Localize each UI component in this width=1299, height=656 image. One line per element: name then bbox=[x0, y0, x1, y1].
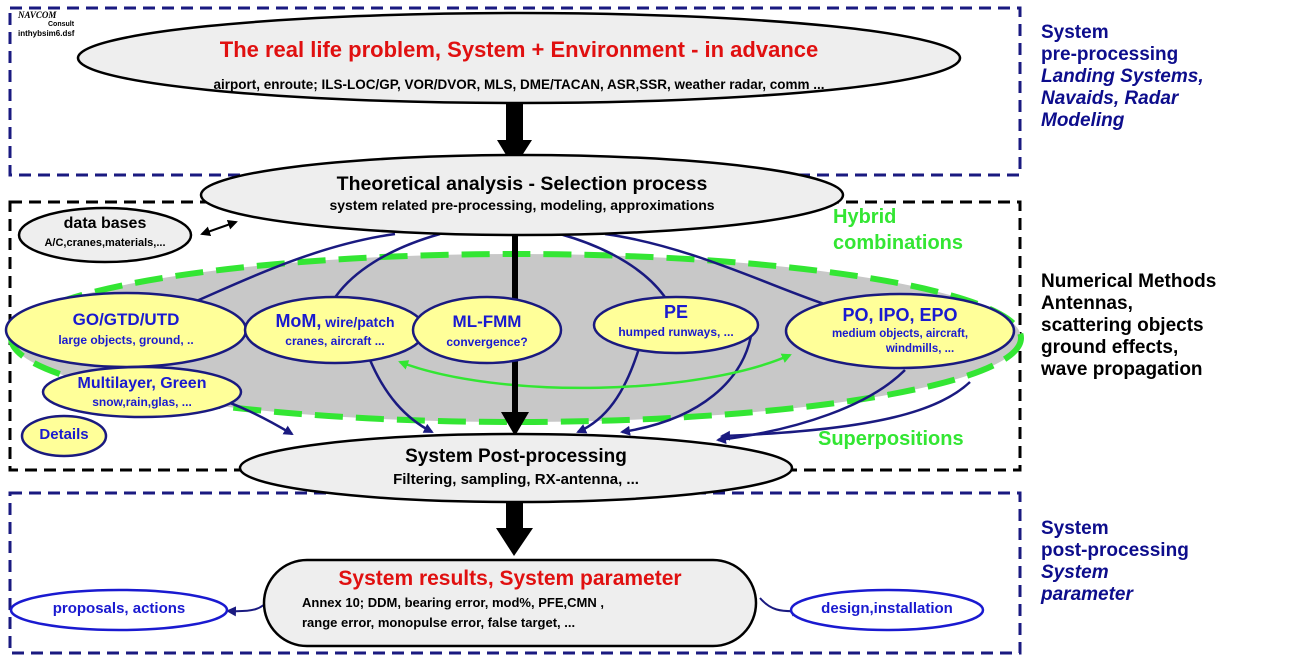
side-post-line-1: System bbox=[1041, 518, 1109, 539]
side-pre-line-3: Landing Systems, bbox=[1041, 66, 1204, 87]
mlfmm-title: ML-FMM bbox=[452, 312, 522, 331]
logo-sub: Consult bbox=[48, 21, 75, 28]
side-numerical-methods: Numerical Methods Antennas, scattering o… bbox=[1041, 271, 1216, 381]
hybrid-label: Hybrid bbox=[833, 206, 897, 228]
mom-subtitle: cranes, aircraft ... bbox=[285, 334, 385, 348]
logo-brand: NAVCOM bbox=[18, 10, 57, 20]
databases-link-arrow bbox=[200, 219, 238, 237]
mlfmm-subtitle: convergence? bbox=[446, 335, 528, 349]
pe-title: PE bbox=[663, 302, 689, 322]
mlfmm-ellipse bbox=[411, 295, 563, 365]
logo-file: inthybsim6.dsf bbox=[18, 29, 75, 38]
po-ellipse bbox=[784, 292, 1016, 370]
side-num-line-3: scattering objects bbox=[1041, 315, 1204, 336]
problem-subtitle: airport, enroute; ILS-LOC/GP, VOR/DVOR, … bbox=[213, 77, 825, 92]
post-processing-subtitle: Filtering, sampling, RX-antenna, ... bbox=[393, 471, 639, 488]
theory-ellipse bbox=[199, 153, 845, 237]
side-pre-line-2: pre-processing bbox=[1041, 44, 1179, 65]
multilayer-ellipse bbox=[41, 365, 243, 419]
mom-title-extra: wire/patch bbox=[321, 314, 395, 330]
design-label: design,installation bbox=[821, 600, 953, 617]
theory-title: Theoretical analysis - Selection process bbox=[336, 173, 708, 195]
side-post-line-4: parameter bbox=[1041, 584, 1133, 605]
post-processing-ellipse bbox=[238, 432, 794, 504]
po-title: PO, IPO, EPO bbox=[842, 305, 958, 325]
pe-ellipse bbox=[592, 295, 760, 355]
results-line-2: range error, monopulse error, false targ… bbox=[302, 615, 576, 630]
go-subtitle: large objects, ground, .. bbox=[58, 333, 194, 347]
navcom-logo: NAVCOM Consult inthybsim6.dsf bbox=[18, 10, 75, 39]
problem-ellipse bbox=[76, 11, 962, 105]
mom-title-main: MoM, bbox=[275, 311, 322, 331]
databases-ellipse bbox=[17, 206, 193, 264]
superpositions-label: Superpositions bbox=[818, 428, 964, 450]
hybrid-link-arrow bbox=[398, 353, 792, 390]
proposals-ellipse bbox=[9, 588, 229, 632]
design-ellipse bbox=[789, 588, 985, 632]
multilayer-title: Multilayer, Green bbox=[77, 375, 207, 392]
po-subtitle-1: medium objects, aircraft, bbox=[831, 328, 969, 340]
side-pre-line-1: System bbox=[1041, 22, 1109, 43]
side-pre-line-4: Navaids, Radar bbox=[1041, 88, 1179, 109]
go-ellipse bbox=[4, 291, 248, 369]
results-title: System results, System parameter bbox=[338, 567, 682, 590]
results-box bbox=[262, 558, 758, 648]
databases-title: data bases bbox=[63, 215, 147, 232]
side-num-line-4: ground effects, bbox=[1041, 337, 1179, 358]
go-title: GO/GTD/UTD bbox=[72, 310, 180, 329]
databases-subtitle: A/C,cranes,materials,... bbox=[44, 237, 166, 249]
mom-title: MoM, wire/patch bbox=[275, 311, 395, 332]
side-num-line-2: Antennas, bbox=[1041, 293, 1133, 314]
theory-subtitle: system related pre-processing, modeling,… bbox=[329, 197, 715, 213]
details-ellipse bbox=[20, 414, 108, 458]
side-postprocessing: System post-processing System parameter bbox=[1041, 518, 1189, 606]
multilayer-subtitle: snow,rain,glas, ... bbox=[92, 395, 192, 409]
side-num-line-5: wave propagation bbox=[1041, 359, 1203, 380]
proposals-label: proposals, actions bbox=[52, 600, 186, 617]
post-processing-title: System Post-processing bbox=[405, 446, 627, 467]
combinations-label: combinations bbox=[833, 232, 964, 254]
side-post-line-2: post-processing bbox=[1041, 540, 1189, 561]
side-num-line-1: Numerical Methods bbox=[1041, 271, 1217, 292]
pe-subtitle: humped runways, ... bbox=[618, 325, 734, 339]
side-pre-line-5: Modeling bbox=[1041, 110, 1125, 131]
side-post-line-3: System bbox=[1041, 562, 1109, 583]
po-subtitle-2: windmills, ... bbox=[885, 343, 955, 355]
details-label[interactable]: Details bbox=[39, 426, 89, 443]
problem-title: The real life problem, System + Environm… bbox=[219, 37, 819, 62]
side-preprocessing: System pre-processing Landing Systems, N… bbox=[1041, 22, 1204, 132]
results-line-1: Annex 10; DDM, bearing error, mod%, PFE,… bbox=[302, 595, 604, 610]
